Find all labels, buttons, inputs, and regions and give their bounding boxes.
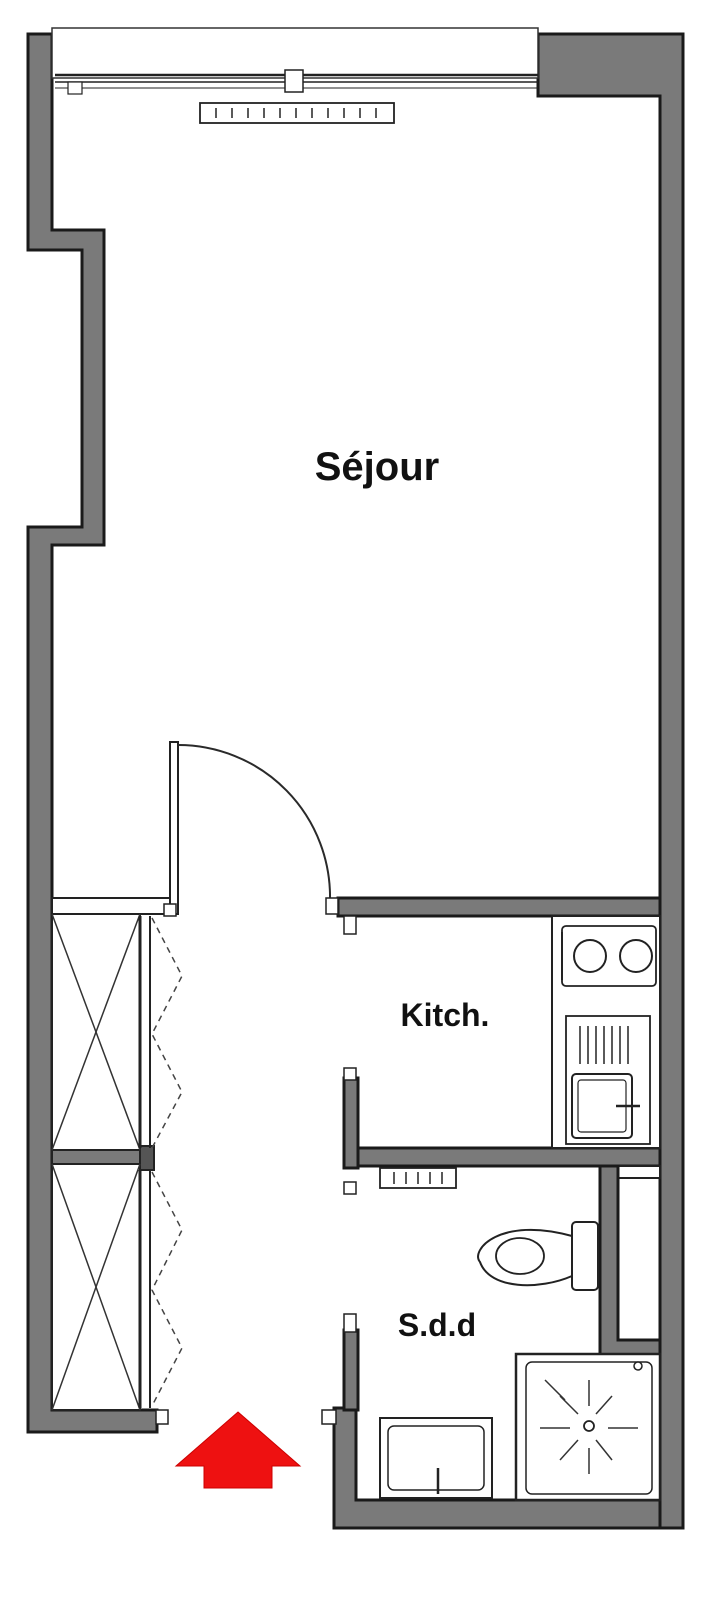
- room-label-kitchen: Kitch.: [401, 997, 490, 1033]
- door-jambs: [155, 915, 357, 1425]
- wall-bath-corridor: [342, 1328, 360, 1412]
- radiator-bathroom: [379, 1167, 457, 1189]
- wall-sejour-kitchen: [336, 896, 662, 918]
- wall-kitchen-bath: [342, 1146, 662, 1168]
- radiator-sejour: [199, 102, 395, 124]
- wall-shaft: [598, 1164, 662, 1358]
- entrance-arrow-icon: [174, 1411, 302, 1489]
- room-label-sejour: Séjour: [315, 445, 439, 489]
- door-sejour: [163, 744, 339, 917]
- shower-tray: [514, 1352, 662, 1502]
- kitchen-sink: [565, 1015, 651, 1145]
- toilet: [477, 1221, 599, 1291]
- wardrobe-upper: [51, 913, 183, 1151]
- wall-kitchen-corridor: [342, 1076, 360, 1170]
- washbasin: [379, 1417, 493, 1499]
- room-label-bathroom: S.d.d: [398, 1307, 476, 1343]
- wardrobe-lower: [51, 1163, 183, 1411]
- top-window: [51, 27, 539, 95]
